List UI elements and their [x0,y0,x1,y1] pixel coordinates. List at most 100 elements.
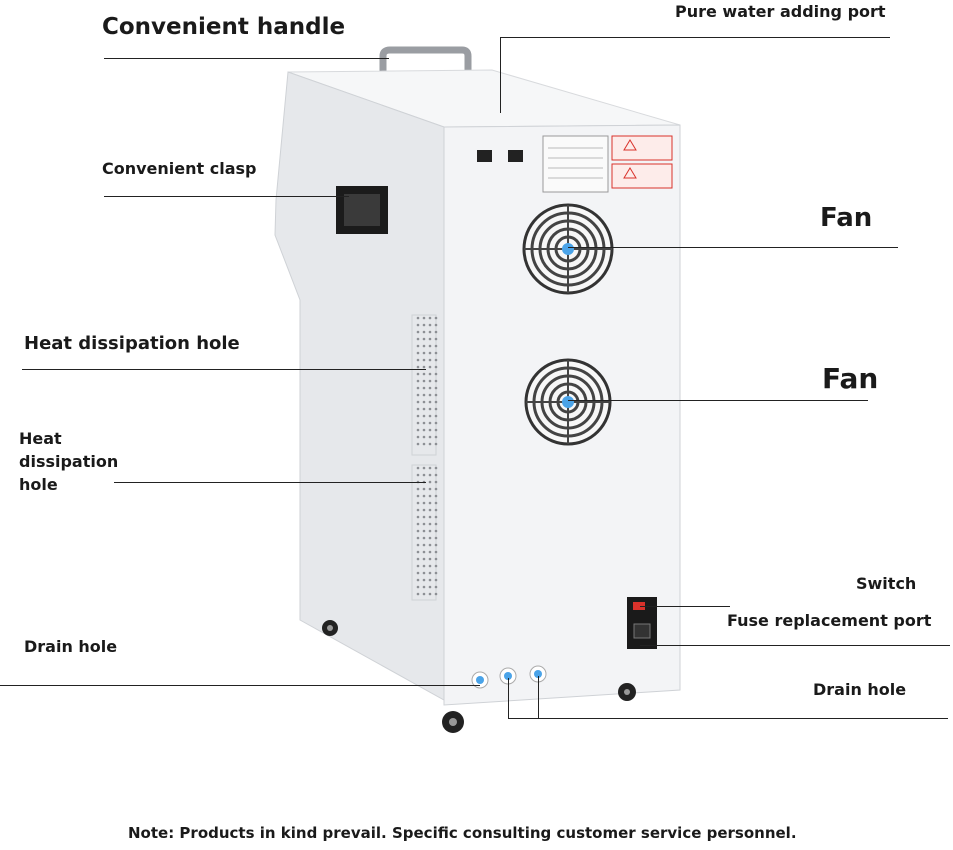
vent-dot [434,337,438,341]
vent-dot [416,330,420,334]
vent-dot [416,494,420,498]
vent-dot [416,466,420,470]
label-pure-water-port: Pure water adding port [675,2,886,21]
vent-dot [422,323,426,327]
vent-dot [434,578,438,582]
vent-dot [422,351,426,355]
vent-dot [434,386,438,390]
vent-dot [434,585,438,589]
leader-line [500,37,501,113]
vent-dot [416,592,420,596]
vent-dot [434,414,438,418]
vent-dot [422,522,426,526]
vent-dot [428,372,432,376]
leader-line [568,247,898,248]
vent-dot [422,529,426,533]
vent-dot [434,557,438,561]
vent-dot [434,501,438,505]
vent-dot [422,515,426,519]
side-panel [274,71,445,701]
vent-dot [428,386,432,390]
vent-dot [416,501,420,505]
vent-dot [416,529,420,533]
vent-dot [422,379,426,383]
vent-dot [434,393,438,397]
label-heat-hole-1: Heat dissipation hole [24,333,240,354]
vent-dot [434,379,438,383]
vent-dot [428,428,432,432]
vent-dot [416,578,420,582]
vent-dot [416,508,420,512]
vent-dot [434,330,438,334]
leader-line [508,718,948,719]
vent-dot [428,473,432,477]
leader-line [104,196,349,197]
vent-dot [434,571,438,575]
label-convenient-handle: Convenient handle [102,14,346,40]
label-heat-hole-2b: dissipation [19,452,119,471]
vent-dot [428,442,432,446]
vent-dot [416,344,420,348]
vent-dot [434,515,438,519]
warning-plate [611,135,673,161]
vent-dot [416,536,420,540]
vent-dot [428,494,432,498]
vent-dot [434,494,438,498]
warning-plate [611,163,673,189]
vent-dot [422,592,426,596]
vent-dot [428,337,432,341]
label-fan-lower: Fan [822,362,879,395]
vent-dot [428,466,432,470]
vent-dot [422,330,426,334]
vent-dot [422,358,426,362]
port-icon [477,150,492,162]
vent-dot [434,473,438,477]
vent-dot [416,522,420,526]
vent-dot [428,557,432,561]
vent-dot [416,393,420,397]
label-heat-hole-2c: hole [19,475,58,494]
vent-dot [416,414,420,418]
vent-dot [428,316,432,320]
vent-dot [422,365,426,369]
fan-upper-icon [522,203,614,295]
vent-dot [428,344,432,348]
leader-line [22,369,426,370]
vent-dot [428,480,432,484]
vent-dot [416,571,420,575]
vent-dot [428,351,432,355]
vent-dot [422,421,426,425]
vent-dot [422,543,426,547]
label-switch: Switch [856,574,917,593]
vent-dot [416,400,420,404]
vent-dot [434,522,438,526]
vent-dot [422,501,426,505]
vent-dot [422,435,426,439]
drain-fittings [471,665,547,689]
vent-dot [422,578,426,582]
vent-dot [422,393,426,397]
vent-dot [416,550,420,554]
vent-dot [422,344,426,348]
vent-dot [428,330,432,334]
vent-dot [434,400,438,404]
vent-dot [434,421,438,425]
leader-line [640,645,950,646]
vent-dot [416,421,420,425]
vent-dot [422,414,426,418]
vent-dot [428,529,432,533]
vent-dot [422,557,426,561]
vent-dot [428,358,432,362]
vent-dot [416,316,420,320]
vent-dot [422,487,426,491]
vent-dot [422,442,426,446]
vent-dot [434,466,438,470]
vent-dot [434,323,438,327]
vent-dot [428,536,432,540]
label-drain-left: Drain hole [24,637,118,656]
vent-dot [434,536,438,540]
vent-dot [434,487,438,491]
vent-dot [422,571,426,575]
vent-dot [422,494,426,498]
